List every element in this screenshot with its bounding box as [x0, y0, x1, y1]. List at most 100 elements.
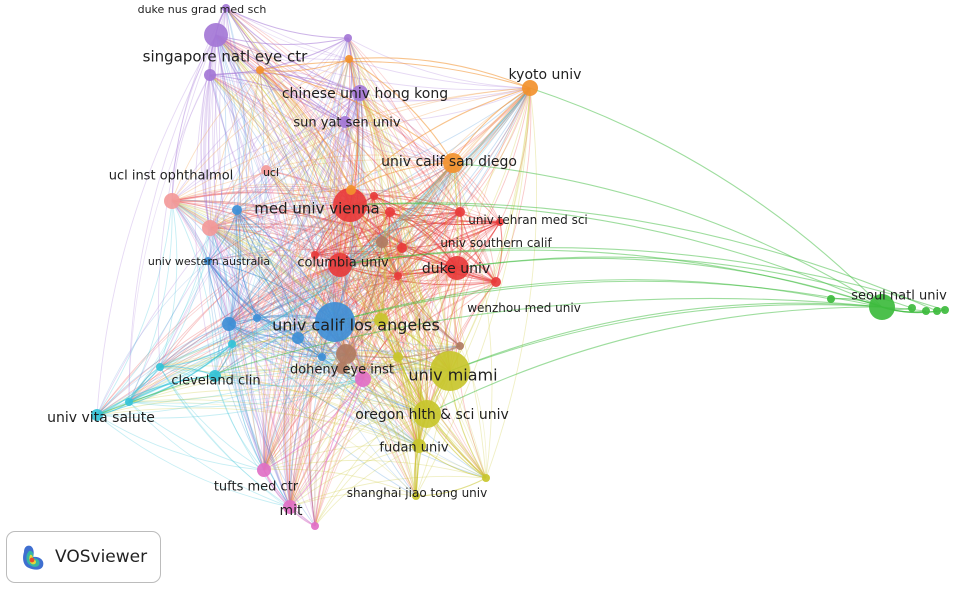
node-univ-vita-salute[interactable] [91, 409, 103, 421]
node-columbia-univ[interactable] [328, 253, 352, 277]
network-link [171, 34, 217, 202]
node-r2[interactable] [370, 192, 378, 200]
label-med-univ-vienna: med univ vienna [254, 199, 379, 217]
network-link [228, 121, 346, 325]
network-link [96, 200, 173, 416]
node-kyoto-univ[interactable] [522, 80, 538, 96]
node-y2[interactable] [393, 352, 403, 362]
node-y3[interactable] [482, 474, 490, 482]
node-mit[interactable] [283, 500, 297, 514]
node-c2[interactable] [125, 398, 133, 406]
node-p2[interactable] [344, 34, 352, 42]
network-link [207, 260, 291, 508]
node-r3[interactable] [496, 218, 504, 226]
node-singapore-natl-eye[interactable] [204, 23, 228, 47]
network-link [341, 87, 531, 369]
node-g5[interactable] [941, 306, 949, 314]
node-doheny-eye-inst[interactable] [336, 362, 348, 374]
network-link [231, 343, 265, 471]
network-link [350, 189, 428, 415]
node-b3[interactable] [232, 205, 242, 215]
network-link [207, 260, 428, 415]
network-link [339, 87, 531, 266]
network-link [373, 195, 461, 213]
network-link [349, 202, 938, 312]
node-p1[interactable] [204, 69, 216, 81]
network-link [321, 356, 420, 447]
node-sun-yat-sen[interactable] [339, 116, 351, 128]
network-link [426, 306, 883, 415]
network-link [344, 121, 383, 321]
label-univ-tehran: univ tehran med sci [468, 213, 588, 227]
network-link [159, 204, 351, 368]
network-link [214, 375, 265, 471]
node-r5[interactable] [311, 251, 319, 259]
node-univ-calif-la[interactable] [315, 302, 355, 342]
node-ucl-inst-ophthalmol[interactable] [164, 193, 180, 209]
network-link [231, 343, 428, 415]
node-g2[interactable] [908, 304, 916, 312]
node-fudan-univ[interactable] [412, 439, 426, 453]
node-o1[interactable] [346, 185, 356, 195]
node-g3[interactable] [922, 307, 930, 315]
node-univ-miami[interactable] [430, 351, 470, 391]
node-g1[interactable] [827, 295, 835, 303]
network-link [228, 279, 497, 325]
node-univ-calif-san-diego[interactable] [443, 153, 463, 173]
node-ucl[interactable] [261, 165, 271, 175]
node-b5[interactable] [253, 314, 261, 322]
node-cleveland-clin[interactable] [209, 370, 221, 382]
node-seoul-natl-univ[interactable] [869, 294, 895, 320]
network-link [297, 337, 461, 353]
node-pk1[interactable] [355, 371, 371, 387]
network-link [359, 92, 461, 347]
node-br2[interactable] [376, 236, 388, 248]
network-link [289, 367, 343, 508]
node-br3[interactable] [456, 342, 464, 350]
network-link [171, 200, 291, 508]
node-b4[interactable] [318, 353, 326, 361]
node-c1[interactable] [156, 363, 164, 371]
node-tufts-med-ctr[interactable] [257, 463, 271, 477]
node-duke-nus[interactable] [222, 4, 230, 12]
network-link [359, 87, 531, 102]
node-univ-western-australia[interactable] [204, 257, 212, 265]
node-c3[interactable] [228, 340, 236, 348]
node-r4[interactable] [394, 272, 402, 280]
network-link [348, 58, 458, 269]
network-link [209, 74, 403, 249]
label-shanghai-jiao-tong: shanghai jiao tong univ [347, 486, 487, 500]
network-link [96, 297, 883, 416]
node-wenzhou[interactable] [491, 277, 501, 287]
node-y1[interactable] [374, 313, 388, 327]
network-link [159, 200, 178, 368]
network-link [263, 345, 461, 471]
network-link [263, 367, 343, 471]
network-link [415, 87, 531, 497]
network-link [209, 74, 382, 321]
network-link [381, 241, 400, 358]
node-oregon-hlth[interactable] [413, 400, 441, 428]
network-link [128, 321, 336, 403]
network-link [214, 375, 364, 387]
node-shanghai-jiao-tong[interactable] [412, 492, 420, 500]
node-med-univ-vienna[interactable] [333, 188, 367, 222]
network-link [341, 367, 420, 447]
node-g4[interactable] [933, 307, 941, 315]
node-r1[interactable] [385, 207, 395, 217]
node-pk2[interactable] [311, 522, 319, 530]
node-o2[interactable] [256, 66, 264, 74]
node-b2[interactable] [292, 332, 304, 344]
network-link [314, 254, 428, 415]
node-univ-tehran[interactable] [455, 207, 465, 217]
node-br1[interactable] [336, 344, 356, 364]
node-o3[interactable] [345, 55, 353, 63]
network-link [228, 323, 364, 380]
node-chinese-univ-hk[interactable] [352, 85, 368, 101]
network-link [456, 87, 531, 269]
node-univ-southern-calif[interactable] [397, 243, 407, 253]
node-duke-univ[interactable] [445, 256, 469, 280]
node-b1[interactable] [222, 317, 236, 331]
node-s1[interactable] [202, 220, 218, 236]
